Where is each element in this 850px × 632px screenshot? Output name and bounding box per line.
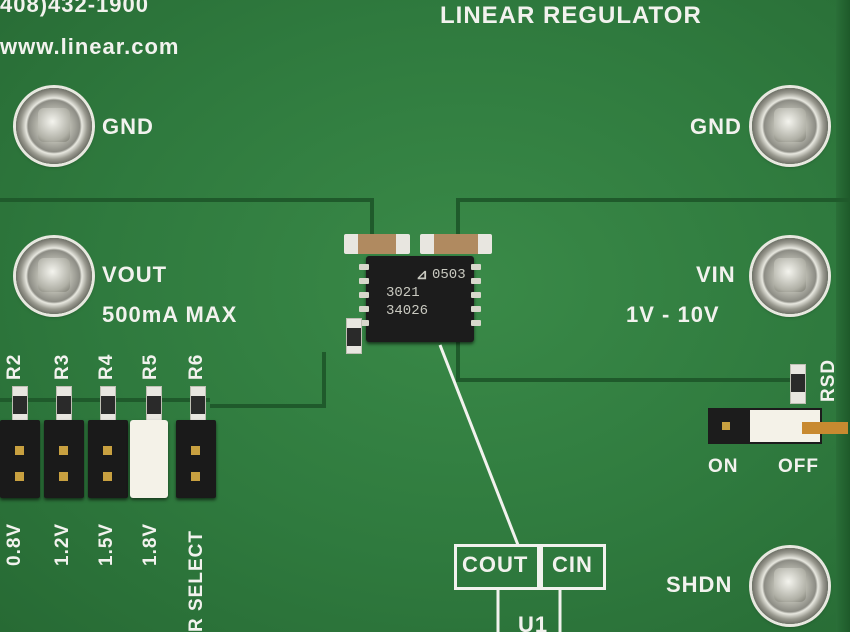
cin-callout-box: [540, 544, 606, 590]
gnd-label-left: GND: [102, 114, 154, 139]
regulator-chip-u1: ⊿ 0503 3021 34026: [359, 256, 481, 342]
jumper-header-r3[interactable]: [44, 420, 84, 498]
vout-terminal-post[interactable]: [16, 238, 92, 314]
vout-label: VOUT: [102, 262, 168, 287]
terminal-screw-icon: [774, 258, 806, 292]
capacitor-cout: [344, 234, 410, 254]
cin-label: CIN: [552, 552, 593, 577]
cout-label: COUT: [462, 552, 529, 577]
board-edge: [836, 0, 850, 632]
u1-label: U1: [518, 612, 549, 632]
vin-range: 1V - 10V: [626, 302, 720, 327]
switch-slide: [750, 410, 848, 442]
gnd-terminal-post-right[interactable]: [752, 88, 828, 164]
chip-marking-3: 34026: [386, 303, 429, 319]
jumper-header-r2[interactable]: [0, 420, 40, 498]
gnd-label-right: GND: [690, 114, 742, 139]
trace: [456, 342, 460, 382]
website-label: www.linear.com: [0, 34, 180, 59]
lt-logo-icon: ⊿: [416, 266, 428, 282]
vin-terminal-post[interactable]: [752, 238, 828, 314]
chip-marking-2: 3021: [386, 285, 420, 301]
small-resistor: [346, 318, 362, 354]
shdn-terminal-post[interactable]: [752, 548, 828, 624]
trace: [456, 198, 850, 202]
shdn-label: SHDN: [666, 572, 733, 597]
trace: [460, 378, 804, 382]
cout-callout-box: [454, 544, 540, 590]
terminal-screw-icon: [774, 108, 806, 142]
terminal-screw-icon: [38, 258, 70, 292]
jumper-header-r6[interactable]: [176, 420, 216, 498]
switch-knob: [802, 422, 848, 434]
jumper-header-r4[interactable]: [88, 420, 128, 498]
gnd-terminal-post[interactable]: [16, 88, 92, 164]
terminal-screw-icon: [38, 108, 70, 142]
trace: [456, 198, 460, 234]
trace: [210, 404, 326, 408]
trace: [370, 198, 374, 234]
vout-rating: 500mA MAX: [102, 302, 238, 327]
switch-off-label: OFF: [778, 456, 819, 477]
capacitor-cin: [420, 234, 492, 254]
switch-on-label: ON: [708, 456, 739, 477]
shutdown-switch[interactable]: [708, 408, 848, 444]
vin-label: VIN: [696, 262, 736, 287]
trace: [0, 198, 372, 202]
resistor-rsd: [790, 364, 806, 404]
jumper-shunt-r5[interactable]: [130, 420, 168, 498]
terminal-screw-icon: [774, 568, 806, 602]
chip-marking-1: 0503: [432, 267, 466, 283]
phone-number: 408)432-1900: [0, 0, 150, 17]
trace: [322, 352, 326, 408]
board-title: LINEAR REGULATOR: [440, 2, 702, 29]
